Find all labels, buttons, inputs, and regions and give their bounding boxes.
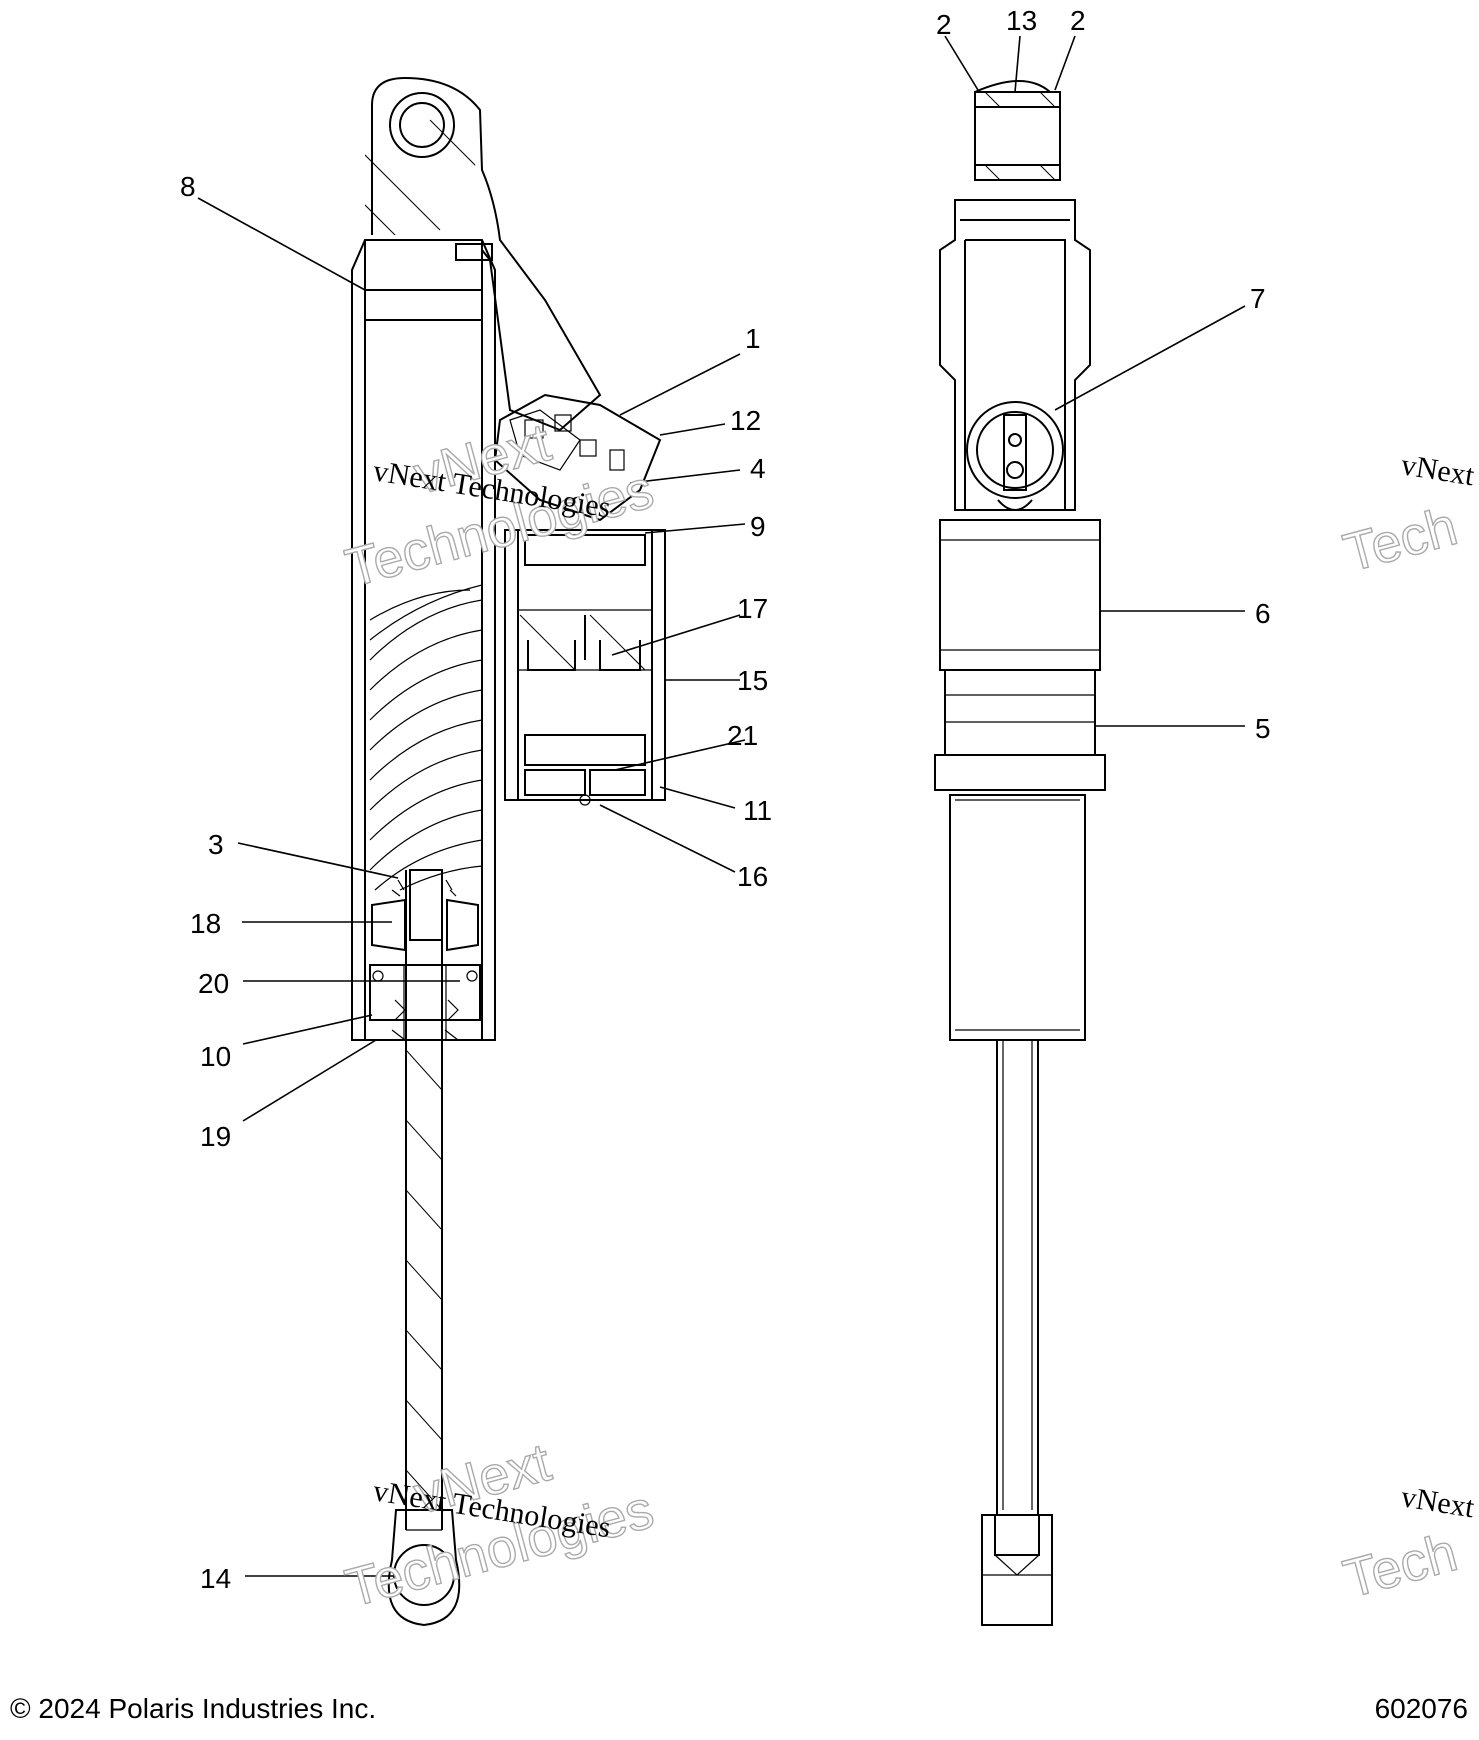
callout-5: 5 (1255, 713, 1271, 744)
callout-7: 7 (1250, 283, 1266, 314)
watermark-clip-line2: Tech (1338, 496, 1464, 583)
shock-cross-section (351, 76, 602, 1627)
callout-12: 12 (730, 405, 761, 436)
callout-2-right: 2 (1070, 5, 1086, 36)
callout-3: 3 (208, 829, 224, 860)
callout-2-left: 2 (936, 9, 952, 40)
watermark-clip-line1-bottom: vNext (1399, 1480, 1477, 1524)
callout-21: 21 (727, 720, 758, 751)
callout-13: 13 (1006, 5, 1037, 36)
watermark-right-top: vNext Tech (1337, 448, 1477, 584)
callout-17: 17 (737, 593, 768, 624)
callout-labels: 1 2 13 2 8 7 12 4 9 6 17 15 5 21 11 16 3… (180, 5, 1271, 1594)
watermark-clip-line2-bottom: Tech (1338, 1522, 1464, 1609)
callout-6: 6 (1255, 598, 1271, 629)
callout-16: 16 (737, 861, 768, 892)
callout-1: 1 (745, 323, 761, 354)
callout-15: 15 (737, 665, 768, 696)
leader-lines (197, 35, 1246, 1577)
callout-20: 20 (198, 968, 229, 999)
callout-11: 11 (743, 795, 772, 826)
copyright-text: © 2024 Polaris Industries Inc. (10, 1693, 376, 1724)
diagram-id: 602076 (1375, 1693, 1468, 1724)
callout-9: 9 (750, 511, 766, 542)
callout-14: 14 (200, 1563, 231, 1594)
shock-exterior-view (934, 80, 1106, 1626)
callout-4: 4 (750, 453, 766, 484)
watermark-clip-line1: vNext (1399, 448, 1477, 492)
callout-8: 8 (180, 171, 196, 202)
callout-19: 19 (200, 1121, 231, 1152)
callout-10: 10 (200, 1041, 231, 1072)
watermark-right-bottom: vNext Tech (1337, 1480, 1477, 1610)
callout-18: 18 (190, 908, 221, 939)
reservoir-cross-section (493, 393, 666, 806)
